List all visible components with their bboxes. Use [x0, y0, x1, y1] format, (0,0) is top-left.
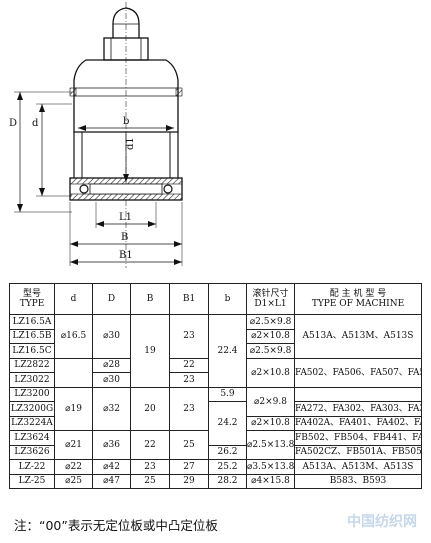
dim-B-label: B: [121, 232, 128, 243]
type-cell: LZ3022: [9, 372, 55, 388]
B-cell: 22: [130, 430, 170, 460]
type-cell: LZ2822: [9, 357, 55, 373]
roller-cell: ⌀2.5×9.8: [246, 343, 295, 359]
roller-cell: ⌀2×10.8: [246, 415, 295, 431]
machine-cell: FB502、FB504、FB441、FA442: [294, 430, 422, 446]
machine-cell: B583、B593: [294, 473, 422, 489]
machine-cell: FA502CZ、FB501A、FB505: [294, 444, 422, 460]
d-cell: ⌀25: [54, 473, 93, 489]
D-cell: ⌀28: [92, 357, 131, 373]
machine-cell: FA272、FA302、FA303、FA305、FA315、FA317: [294, 401, 422, 417]
D-cell: ⌀30: [92, 372, 131, 388]
B-cell: 25: [130, 473, 170, 489]
roller-cell: ⌀2×9.8: [246, 386, 295, 417]
B1-cell: 29: [169, 473, 209, 489]
type-cell: LZ3626: [9, 444, 55, 460]
B1-cell: 23: [169, 386, 209, 431]
machine-cell: FA402A、FA401、FA402、FA405、FA416、A454、A456…: [294, 415, 422, 431]
table-header-row: 型号 TYPE d D B B1 b 滚针尺寸 D1×L1 配 主 机 型 号 …: [9, 283, 422, 315]
footnote: 注：“00”表示无定位板或中凸定位板: [14, 518, 218, 533]
watermark-logo: 中国纺织网: [347, 514, 417, 530]
b-cell: 26.2: [208, 444, 247, 460]
header-D: D: [92, 283, 131, 315]
table-row: LZ3224A ⌀2×10.8 FA402A、FA401、FA402、FA405…: [9, 415, 422, 431]
top-cap: [112, 7, 140, 38]
B1-cell: 22: [169, 357, 209, 373]
roller-cell: ⌀2.5×9.8: [246, 314, 295, 330]
type-cell: LZ3200G: [9, 401, 55, 417]
type-cell: LZ3224A: [9, 415, 55, 431]
spec-table: 型号 TYPE d D B B1 b 滚针尺寸 D1×L1 配 主 机 型 号 …: [9, 283, 422, 489]
roller-cell: ⌀2×10.8: [246, 357, 295, 388]
B1-cell: 27: [169, 459, 209, 475]
d-cell: ⌀16.5: [54, 314, 93, 359]
dim-D-label: D: [9, 118, 17, 129]
header-roller: 滚针尺寸 D1×L1: [246, 283, 295, 315]
machine-cell: A513A、A513M、A513S: [294, 314, 422, 359]
roller-drawing: D d b d1 L1 B B1: [9, 2, 183, 268]
table-row: LZ3624 ⌀21 ⌀36 22 25 ⌀2.5×13.8 FB502、FB5…: [9, 430, 422, 460]
B-cell: 20: [130, 386, 170, 431]
table-row: LZ3200G 24.2 FA272、FA302、FA303、FA305、FA3…: [9, 401, 422, 446]
D-cell: ⌀30: [92, 314, 131, 359]
D-cell: ⌀36: [92, 430, 131, 460]
type-cell: LZ3624: [9, 430, 55, 446]
roller-cell: ⌀2×10.8: [246, 328, 295, 344]
header-B1: B1: [169, 283, 209, 315]
type-cell: LZ3200: [9, 386, 55, 402]
table-row: LZ3022 ⌀30 23: [9, 372, 422, 388]
table-row: LZ-25 ⌀25 ⌀47 25 29 28.2 ⌀4×15.8 B583、B5…: [9, 473, 422, 489]
table-row: LZ16.5A ⌀16.5 ⌀30 19 23 22.4 ⌀2.5×9.8 A5…: [9, 314, 422, 388]
B1-cell: 23: [169, 372, 209, 388]
b-cell: 5.9: [208, 386, 247, 402]
type-cell: LZ-22: [9, 459, 55, 475]
header-type: 型号 TYPE: [9, 283, 55, 315]
type-cell: LZ-25: [9, 473, 55, 489]
B1-cell: 23: [169, 314, 209, 359]
b-cell: 22.4: [208, 314, 247, 388]
roller-cell: ⌀4×15.8: [246, 473, 295, 489]
header-b: b: [208, 283, 247, 315]
dim-d1-label: d1: [125, 137, 136, 150]
machine-cell: [294, 386, 422, 402]
dim-d-label: d: [32, 118, 39, 129]
B1-cell: 25: [169, 430, 209, 460]
b-cell: 28.2: [208, 473, 247, 489]
header-B: B: [130, 283, 170, 315]
dim-b-label: b: [123, 116, 129, 127]
dim-L1-label: L1: [119, 212, 132, 223]
table-row: LZ3200 ⌀19 ⌀32 20 23 5.9 ⌀2×9.8: [9, 386, 422, 431]
type-cell: LZ16.5A: [9, 314, 55, 330]
B-cell: 23: [130, 459, 170, 475]
d-cell: ⌀22: [54, 459, 93, 475]
roller-cell: ⌀2.5×13.8: [246, 430, 295, 460]
b-cell: 25.2: [208, 459, 247, 475]
dim-B1-label: B1: [119, 250, 133, 261]
header-d: d: [54, 283, 93, 315]
d-cell: ⌀21: [54, 430, 93, 460]
D-cell: ⌀32: [92, 386, 131, 431]
type-cell: LZ16.5B: [9, 328, 55, 344]
table-row: LZ-22 ⌀22 ⌀42 23 27 25.2 ⌀3.5×13.8 A513A…: [9, 459, 422, 475]
table-row: LZ16.5B ⌀2×10.8: [9, 328, 422, 344]
machine-cell: A513A、A513M、A513S: [294, 459, 422, 475]
roller-cell: ⌀3.5×13.8: [246, 459, 295, 475]
D-cell: ⌀47: [92, 473, 131, 489]
header-machine: 配 主 机 型 号 TYPE OF MACHINE: [294, 283, 422, 315]
type-cell: LZ16.5C: [9, 343, 55, 359]
d-cell: ⌀19: [54, 386, 93, 431]
d-cell: [54, 357, 93, 388]
D-cell: ⌀42: [92, 459, 131, 475]
b-cell: 24.2: [208, 401, 247, 446]
B-cell: 19: [130, 314, 170, 388]
machine-cell: FA502、FA506、FA507、FA508、FA528、FA541、F151…: [294, 357, 422, 388]
